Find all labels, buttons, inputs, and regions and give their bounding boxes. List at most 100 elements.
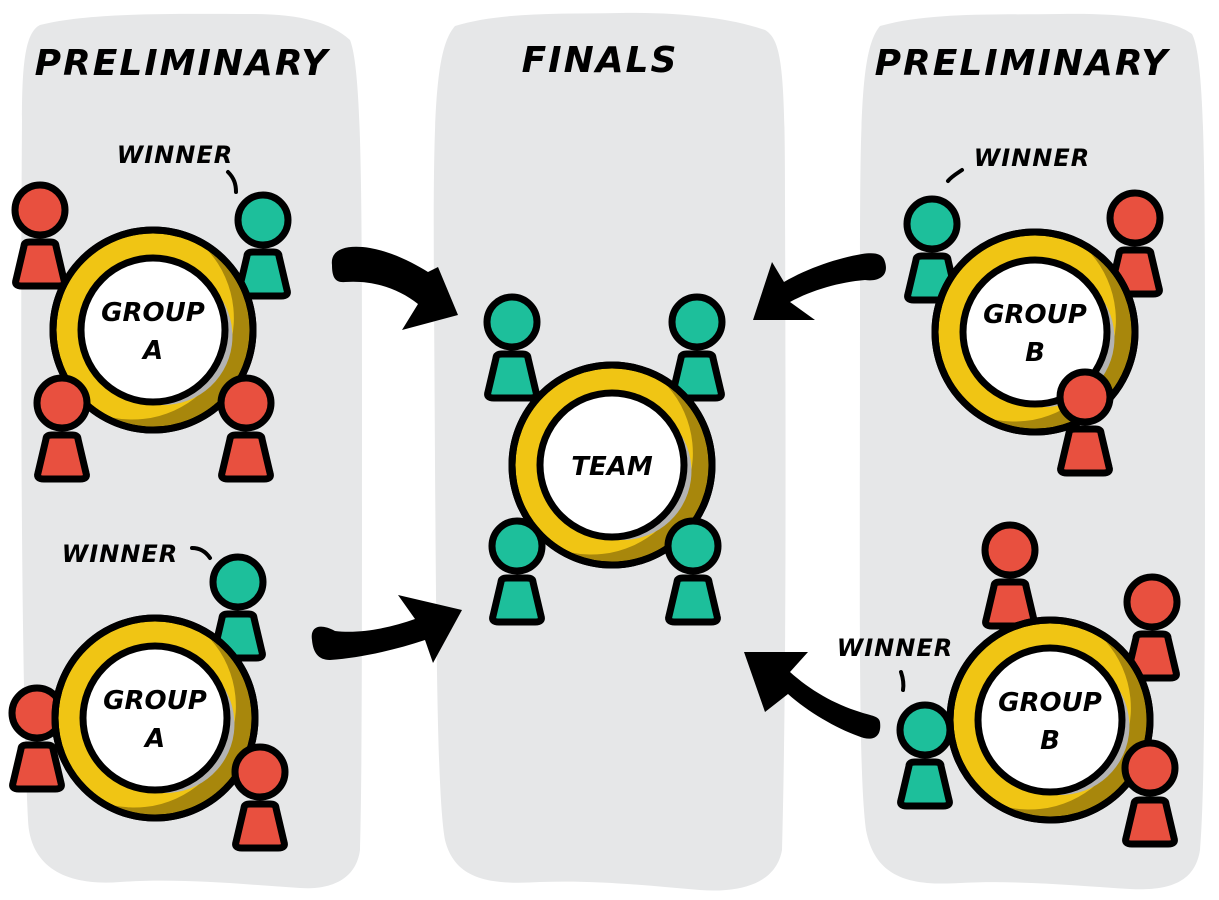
- table-top: [540, 393, 684, 537]
- person-head: [488, 517, 546, 575]
- table-icon: GROUP A: [49, 226, 257, 434]
- table-label: GROUP: [998, 688, 1102, 718]
- table-group-b-top: GROUP B: [903, 189, 1164, 477]
- table-ring-outline: [508, 361, 716, 569]
- person-icon: [903, 195, 961, 304]
- person-body: [1122, 796, 1178, 848]
- table-label: B: [1025, 338, 1045, 368]
- person-body: [9, 741, 65, 793]
- winner-leader-line: [946, 168, 964, 183]
- person-icon: [488, 517, 546, 626]
- person-body: [484, 350, 540, 402]
- person-icon: [8, 684, 66, 793]
- table-ring-outline: [931, 228, 1139, 436]
- person-body: [1057, 425, 1113, 477]
- table-top: [963, 260, 1107, 404]
- arrows-layer: [311, 246, 886, 739]
- person-body: [232, 800, 288, 852]
- person-head: [664, 517, 722, 575]
- table-label: GROUP: [983, 300, 1087, 330]
- person-icon: [33, 374, 91, 483]
- winner-label: WINNER: [837, 634, 953, 662]
- table-top-outline: [79, 642, 231, 794]
- person-icon: [231, 743, 289, 852]
- winner-label: WINNER: [62, 540, 178, 568]
- person-body: [489, 574, 545, 626]
- winner-label: WINNER: [117, 141, 233, 169]
- winner-leader-line: [899, 670, 906, 692]
- person-icon: [483, 293, 541, 402]
- table-label: B: [1040, 726, 1060, 756]
- table-top: [83, 646, 227, 790]
- person-icon: [896, 701, 954, 810]
- winner-annotation-group-b-top: WINNER: [946, 144, 1090, 183]
- person-head: [217, 374, 275, 432]
- person-body: [12, 238, 68, 290]
- person-head: [483, 293, 541, 351]
- table-group-a-bottom: GROUP A: [8, 553, 289, 852]
- person-body: [218, 431, 274, 483]
- person-icon: [1123, 573, 1181, 682]
- tables-layer: GROUP A GROUP A TEAM GROUP B GROUP B: [8, 181, 1181, 852]
- winner-annotation-group-b-bottom: WINNER: [837, 634, 953, 692]
- winner-annotation-group-a-bottom: WINNER: [62, 540, 212, 568]
- table-label: GROUP: [103, 686, 207, 716]
- person-body: [665, 574, 721, 626]
- person-head: [981, 521, 1039, 579]
- table-top: [81, 258, 225, 402]
- winner-leader-line: [226, 170, 238, 194]
- person-icon: [209, 553, 267, 662]
- person-head: [209, 553, 267, 611]
- person-head: [1121, 739, 1179, 797]
- arrow-group-b-top-to-team: [753, 253, 886, 320]
- person-body: [897, 758, 953, 810]
- winner-label: WINNER: [974, 144, 1090, 172]
- winner-leader-line: [190, 546, 212, 560]
- table-top-outline: [959, 256, 1111, 408]
- winner-annotation-group-a-top: WINNER: [117, 141, 238, 194]
- person-head: [896, 701, 954, 759]
- person-body: [34, 431, 90, 483]
- person-icon: [981, 521, 1039, 630]
- table-top-outline: [77, 254, 229, 406]
- person-head: [1106, 189, 1164, 247]
- person-icon: [1056, 368, 1114, 477]
- column-title-left: PRELIMINARY: [35, 43, 332, 84]
- table-icon: GROUP A: [51, 614, 259, 822]
- person-head: [231, 743, 289, 801]
- column-title-center: FINALS: [522, 40, 679, 81]
- arrow-group-a-top-to-team: [331, 246, 458, 330]
- arrow-group-a-bottom-to-team: [311, 595, 462, 663]
- table-label: A: [143, 724, 165, 754]
- person-head: [11, 181, 69, 239]
- table-label: GROUP: [101, 298, 205, 328]
- column-title-right: PRELIMINARY: [875, 43, 1172, 84]
- table-icon: TEAM: [508, 361, 716, 569]
- person-icon: [664, 517, 722, 626]
- table-ring-shade: [1009, 640, 1147, 817]
- person-head: [234, 191, 292, 249]
- person-icon: [217, 374, 275, 483]
- table-ring-outline: [51, 614, 259, 822]
- table-ring-shade: [112, 250, 250, 427]
- arrow-group-b-bottom-to-team: [744, 652, 881, 739]
- table-ring-outline: [49, 226, 257, 434]
- table-team: TEAM: [483, 293, 726, 626]
- person-head: [1056, 368, 1114, 426]
- table-ring-shade: [114, 638, 252, 815]
- table-ring-shade: [571, 385, 709, 562]
- person-icon: [1121, 739, 1179, 848]
- table-group-b-bottom: GROUP B: [896, 521, 1181, 848]
- person-head: [903, 195, 961, 253]
- table-icon: GROUP B: [946, 616, 1154, 824]
- table-top-outline: [536, 389, 688, 541]
- table-label: A: [141, 336, 163, 366]
- table-top-outline: [974, 644, 1126, 796]
- person-head: [1123, 573, 1181, 631]
- table-label: TEAM: [571, 452, 653, 482]
- table-top: [978, 648, 1122, 792]
- person-head: [33, 374, 91, 432]
- person-icon: [234, 191, 292, 300]
- table-group-a-top: GROUP A: [11, 181, 292, 483]
